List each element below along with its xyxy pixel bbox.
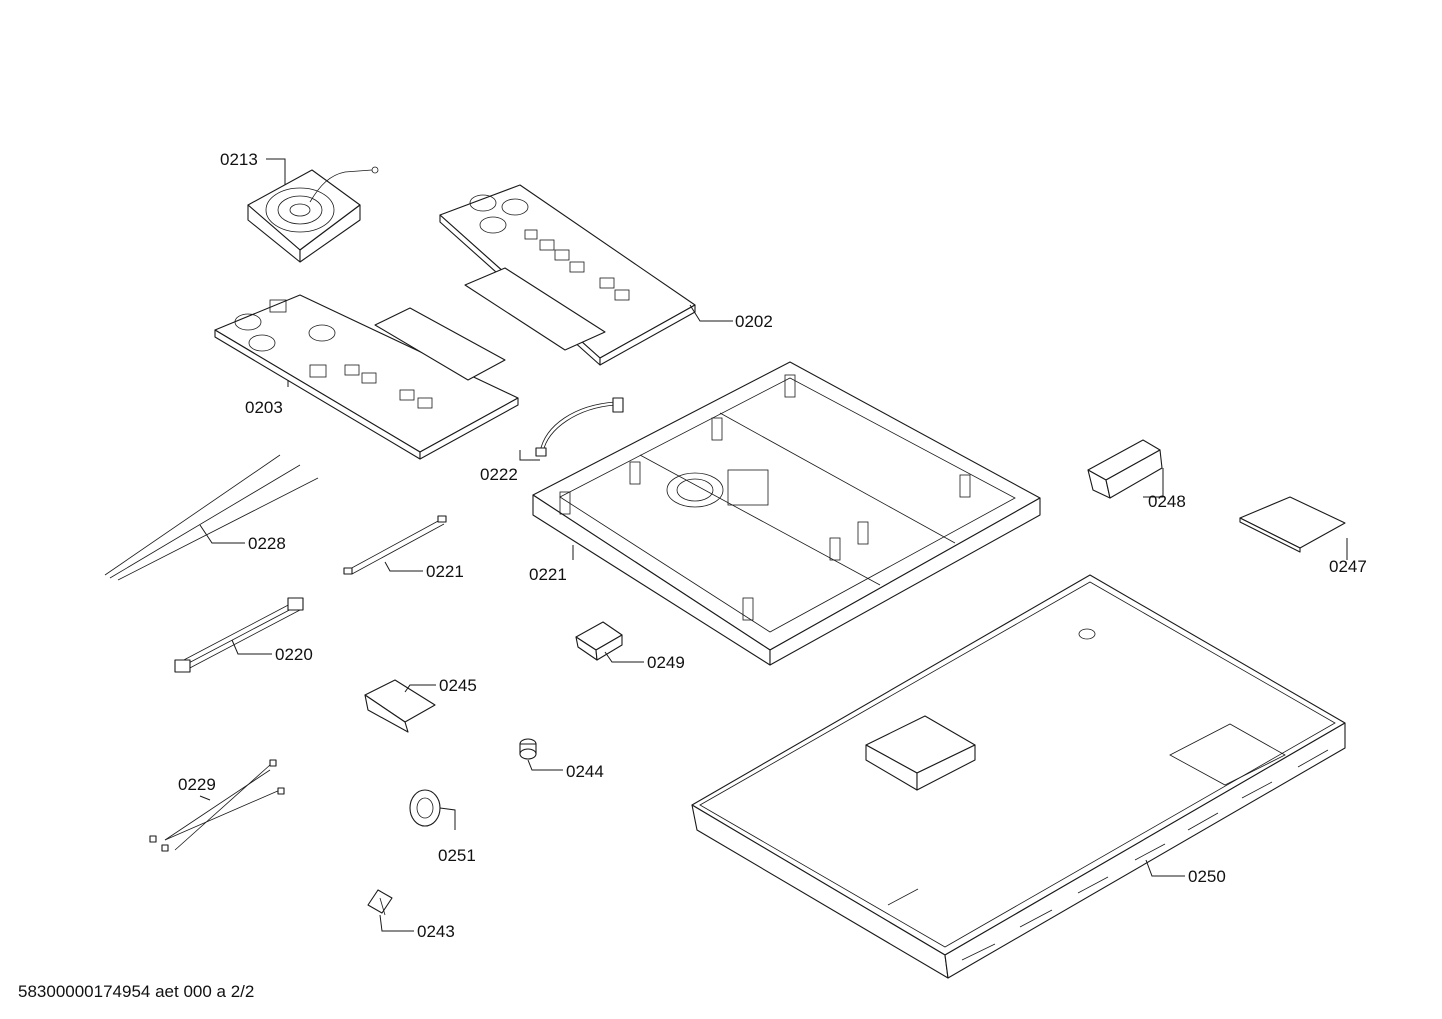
document-footer: 58300000174954 aet 000 a 2/2 <box>18 982 255 1001</box>
clip-0243 <box>367 889 393 916</box>
label-0247: 0247 <box>1329 557 1367 576</box>
label-0245: 0245 <box>439 676 477 695</box>
pcb-board-0202 <box>439 184 696 366</box>
wires-0228 <box>104 454 319 581</box>
fan-part <box>247 166 379 263</box>
label-0250: 0250 <box>1188 867 1226 886</box>
label-0251: 0251 <box>438 846 476 865</box>
label-0249: 0249 <box>647 653 685 672</box>
label-0244: 0244 <box>566 762 604 781</box>
harness-0220 <box>174 597 304 673</box>
terminal-0249 <box>575 621 623 661</box>
label-0248: 0248 <box>1148 492 1186 511</box>
label-0203: 0203 <box>245 398 283 417</box>
knob-0244 <box>519 738 537 760</box>
label-0202: 0202 <box>735 312 773 331</box>
leader-lines <box>199 158 1348 932</box>
label-0243: 0243 <box>417 922 455 941</box>
label-0221-frame: 0221 <box>529 565 567 584</box>
base-tray-0250 <box>691 574 1346 979</box>
bracket-0248 <box>1087 439 1163 499</box>
label-0221-strip: 0221 <box>426 562 464 581</box>
ring-0251 <box>409 789 441 827</box>
cable-0222 <box>535 397 624 457</box>
bracket-0245 <box>364 679 436 733</box>
plate-0247 <box>1239 496 1346 553</box>
label-0213: 0213 <box>220 150 258 169</box>
label-0220: 0220 <box>275 645 313 664</box>
housing-frame <box>532 361 1041 666</box>
harness-0229 <box>149 759 285 852</box>
label-0222: 0222 <box>480 465 518 484</box>
label-0228: 0228 <box>248 534 286 553</box>
strip-0221 <box>343 515 447 575</box>
pcb-board-0203 <box>214 294 519 460</box>
label-0229: 0229 <box>178 775 216 794</box>
